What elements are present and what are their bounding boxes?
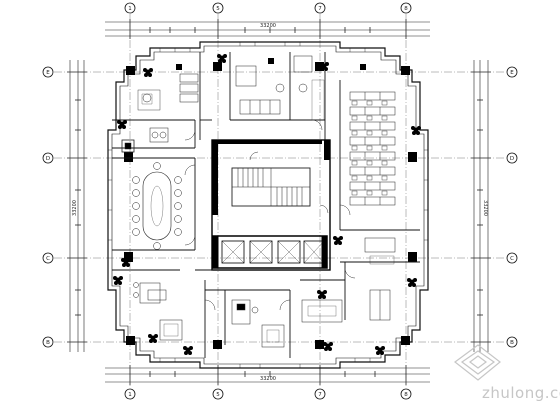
plant-icon bbox=[143, 68, 153, 77]
workstation-row bbox=[349, 121, 396, 131]
dimension-bottom: 33200 bbox=[260, 376, 276, 382]
workstation-row bbox=[349, 151, 396, 161]
elevator-shafts bbox=[212, 235, 328, 269]
watermark-text: zhulong.com bbox=[482, 384, 560, 402]
plant-icon bbox=[121, 258, 131, 267]
plant-icon bbox=[317, 290, 327, 299]
stair-flights bbox=[231, 167, 311, 207]
grid-label-row-C-left: C bbox=[46, 256, 50, 262]
plant-icon bbox=[148, 334, 158, 343]
grid-label-row-E-left: E bbox=[46, 70, 50, 76]
grid-bubble-col-7-top bbox=[314, 2, 326, 14]
grid-label-row-B-left: B bbox=[46, 340, 50, 346]
grid-bubble-row-E-left bbox=[42, 66, 54, 78]
grid-axes bbox=[54, 14, 506, 388]
restroom-fixtures bbox=[235, 55, 325, 121]
grid-label-col-1-bottom: 1 bbox=[128, 392, 132, 398]
structural-columns bbox=[124, 58, 417, 349]
workstation-row bbox=[349, 166, 396, 176]
grid-label-col-7-bottom: 7 bbox=[318, 392, 322, 398]
grid-label-col-5-top: 5 bbox=[216, 6, 220, 12]
grid-label-row-D-right: D bbox=[510, 156, 514, 162]
plant-icon bbox=[319, 62, 329, 71]
workstation-chairs bbox=[351, 100, 388, 196]
grid-label-col-5-bottom: 5 bbox=[216, 392, 220, 398]
workstation-row bbox=[349, 136, 396, 146]
grid-label-col-1-top: 1 bbox=[128, 6, 132, 12]
grid-bubble-col-5-top bbox=[212, 2, 224, 14]
plant-symbols bbox=[113, 54, 421, 355]
grid-bubble-row-D-right bbox=[506, 152, 518, 164]
grid-label-row-D-left: D bbox=[46, 156, 50, 162]
open-office-workstations bbox=[349, 91, 396, 206]
grid-bubble-col-1-bottom bbox=[124, 388, 136, 400]
building-core bbox=[211, 139, 331, 271]
plant-icon bbox=[113, 276, 123, 285]
grid-label-row-B-right: B bbox=[510, 340, 514, 346]
plant-icon bbox=[407, 278, 417, 287]
grid-bubble-row-C-left bbox=[42, 252, 54, 264]
grid-label-col-8-bottom: 8 bbox=[404, 392, 408, 398]
workstation-row bbox=[349, 196, 396, 206]
office-furniture-bottom-left bbox=[133, 282, 183, 341]
window-mullions bbox=[108, 42, 428, 368]
grid-bubble-col-5-bottom bbox=[212, 388, 224, 400]
door-swings bbox=[184, 119, 356, 311]
dimension-top: 33200 bbox=[260, 23, 276, 29]
grid-label-row-E-right: E bbox=[510, 70, 514, 76]
plant-icon bbox=[375, 346, 385, 355]
grid-bubble-row-E-right bbox=[506, 66, 518, 78]
plant-icon bbox=[333, 236, 343, 245]
office-furniture-bottom-right bbox=[301, 237, 396, 323]
grid-bubbles bbox=[42, 2, 518, 400]
workstation-row bbox=[349, 106, 396, 116]
grid-bubble-col-1-top bbox=[124, 2, 136, 14]
grid-label-col-8-top: 8 bbox=[404, 6, 408, 12]
conference-table bbox=[142, 171, 172, 241]
dimension-right: 33200 bbox=[482, 200, 488, 216]
plant-icon bbox=[323, 342, 333, 351]
dimension-left: 33200 bbox=[72, 200, 78, 216]
zhulong-logo-icon bbox=[454, 344, 501, 381]
office-furniture-top-left bbox=[121, 73, 199, 153]
grid-bubble-row-B-right bbox=[506, 336, 518, 348]
plant-icon bbox=[117, 120, 127, 129]
grid-bubble-col-7-bottom bbox=[314, 388, 326, 400]
grid-label-row-C-right: C bbox=[510, 256, 514, 262]
grid-bubble-row-C-right bbox=[506, 252, 518, 264]
grid-bubble-row-D-left bbox=[42, 152, 54, 164]
grid-bubble-row-B-left bbox=[42, 336, 54, 348]
plant-icon bbox=[217, 54, 227, 63]
conference-chairs bbox=[132, 162, 182, 250]
office-furniture-bottom-middle bbox=[231, 299, 285, 348]
plant-icon bbox=[183, 346, 193, 355]
workstation-row bbox=[349, 181, 396, 191]
building-outline bbox=[107, 41, 429, 369]
grid-label-col-7-top: 7 bbox=[318, 6, 322, 12]
conference-room bbox=[132, 162, 182, 250]
grid-bubble-col-8-top bbox=[400, 2, 412, 14]
grid-bubble-col-8-bottom bbox=[400, 388, 412, 400]
plant-icon bbox=[411, 126, 421, 135]
workstation-row bbox=[349, 91, 396, 101]
